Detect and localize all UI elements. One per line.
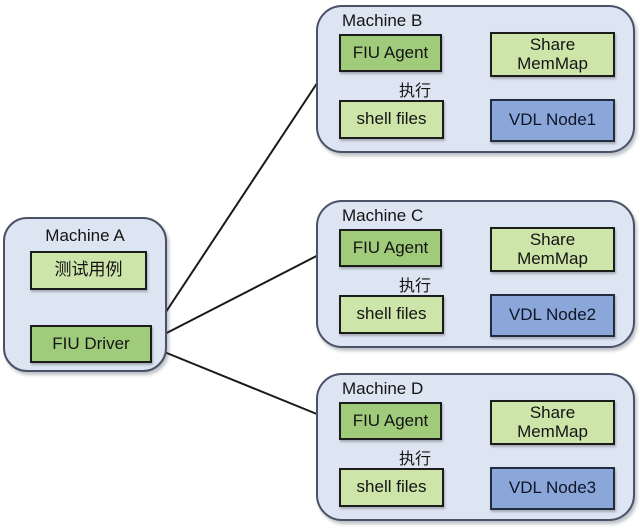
share-memmap-box-c: Share MemMap xyxy=(490,227,615,272)
arrow-driver-agent-c xyxy=(152,246,335,341)
fiu-driver-box: FIU Driver xyxy=(30,325,152,363)
vdl-node-box-c: VDL Node2 xyxy=(490,294,615,337)
arrow-driver-agent-b xyxy=(151,55,336,334)
shell-files-box-d: shell files xyxy=(339,468,444,507)
exec-label-b: 执行 xyxy=(399,83,432,100)
share-memmap-box-b: Share MemMap xyxy=(490,32,615,77)
share-memmap-line2: MemMap xyxy=(517,421,588,441)
exec-label-d: 执行 xyxy=(399,451,432,468)
machine-c-container: Machine C FIU Agent Share MemMap shell f… xyxy=(316,200,635,348)
test-case-box: 测试用例 xyxy=(30,251,147,290)
shell-files-box-c: shell files xyxy=(339,295,444,334)
fiu-agent-box-b: FIU Agent xyxy=(339,34,442,72)
share-memmap-line1: Share xyxy=(529,34,576,54)
machine-a-container: Machine A 测试用例 FIU Driver xyxy=(3,217,167,372)
arrow-driver-agent-d xyxy=(151,346,335,422)
fiu-agent-box-d: FIU Agent xyxy=(339,402,442,440)
fiu-agent-box-c: FIU Agent xyxy=(339,229,442,267)
shell-files-box-b: shell files xyxy=(339,100,444,139)
vdl-node-box-d: VDL Node3 xyxy=(490,467,615,510)
machine-b-title: Machine B xyxy=(342,11,423,30)
vdl-node-box-b: VDL Node1 xyxy=(490,99,615,142)
share-memmap-line1: Share xyxy=(529,402,576,422)
machine-d-title: Machine D xyxy=(342,379,424,398)
share-memmap-line2: MemMap xyxy=(517,248,588,268)
machine-c-title: Machine C xyxy=(342,206,424,225)
share-memmap-line2: MemMap xyxy=(517,53,588,73)
machine-a-title: Machine A xyxy=(45,226,125,245)
machine-b-container: Machine B FIU Agent Share MemMap shell f… xyxy=(316,5,635,153)
share-memmap-box-d: Share MemMap xyxy=(490,400,615,445)
machine-d-container: Machine D FIU Agent Share MemMap shell f… xyxy=(316,373,635,521)
exec-label-c: 执行 xyxy=(399,278,432,295)
share-memmap-line1: Share xyxy=(529,229,576,249)
